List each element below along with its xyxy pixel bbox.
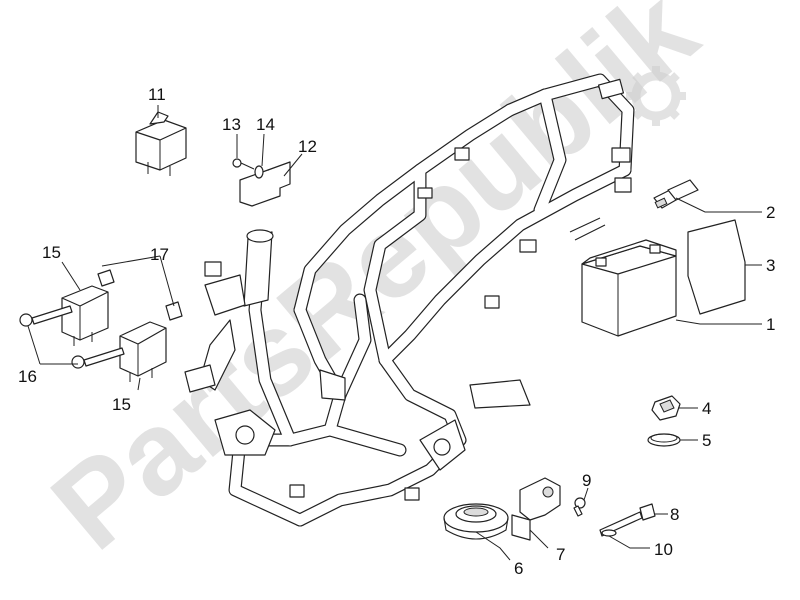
screw-13 <box>232 158 255 170</box>
scooter-frame <box>184 73 635 527</box>
battery <box>581 239 677 337</box>
callout-15a: 15 <box>42 243 61 262</box>
washer-14 <box>254 165 264 179</box>
bolt-16a <box>19 305 73 327</box>
grommet <box>443 503 509 540</box>
screw-small <box>573 497 586 517</box>
callout-13: 13 <box>222 115 241 134</box>
leader-lines <box>27 105 762 561</box>
bolt-16b <box>71 347 125 369</box>
frame-brackets <box>204 78 632 501</box>
clip <box>651 395 681 421</box>
relay-bracket <box>239 161 291 207</box>
washer-bolt <box>601 529 617 537</box>
engine-mount <box>184 364 531 471</box>
callout-16: 16 <box>18 367 37 386</box>
gear-icon <box>626 66 686 126</box>
callout-2: 2 <box>766 203 775 222</box>
callout-labels: 1 2 3 4 5 6 7 8 9 10 11 12 13 14 15 15 1… <box>18 85 775 578</box>
callout-1: 1 <box>766 315 775 334</box>
callout-17: 17 <box>150 245 169 264</box>
relay-left-lower <box>119 301 183 382</box>
battery-pad <box>687 219 746 315</box>
callout-12: 12 <box>298 137 317 156</box>
relay-left-upper <box>61 269 115 346</box>
callout-6: 6 <box>514 559 523 578</box>
callout-15b: 15 <box>112 395 131 414</box>
callout-9: 9 <box>582 471 591 490</box>
callout-5: 5 <box>702 431 711 450</box>
callout-7: 7 <box>556 545 565 564</box>
battery-strap <box>653 179 699 209</box>
callout-3: 3 <box>766 256 775 275</box>
callout-11: 11 <box>148 85 166 104</box>
ring-clamp <box>647 433 681 447</box>
callout-4: 4 <box>702 399 711 418</box>
relay-top <box>135 111 187 176</box>
frame-tubes <box>228 73 635 527</box>
callout-10: 10 <box>654 540 673 559</box>
callout-8: 8 <box>670 505 679 524</box>
callout-14: 14 <box>256 115 275 134</box>
mount-bracket <box>511 477 561 541</box>
